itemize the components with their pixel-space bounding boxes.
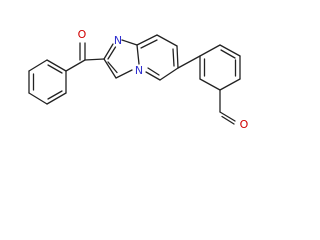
bond — [136, 34, 158, 46]
bond — [199, 78, 221, 91]
ketone-group — [65, 42, 105, 72]
bond — [199, 44, 221, 57]
benzaldehyde-ring — [199, 44, 241, 91]
bond — [147, 67, 160, 76]
bond — [219, 111, 236, 122]
bond — [136, 44, 140, 65]
bond — [103, 58, 117, 79]
bond — [65, 59, 86, 72]
bond — [172, 48, 175, 67]
bond — [221, 115, 235, 125]
bond — [176, 45, 179, 69]
bond — [159, 67, 179, 81]
aldehyde-group — [219, 89, 236, 125]
nitrogen-label-bridgehead: N — [135, 64, 143, 77]
bond — [84, 58, 105, 61]
bond — [107, 61, 118, 74]
bond — [121, 39, 138, 46]
bond — [219, 44, 241, 57]
pyridine-ring — [136, 34, 179, 81]
bond — [46, 59, 67, 72]
bond — [47, 64, 63, 74]
bond — [177, 55, 201, 69]
bond — [140, 39, 158, 49]
oxygen-label-ketone: O — [78, 28, 87, 41]
bond — [156, 34, 178, 47]
oxygen-label-aldehyde: O — [240, 118, 249, 131]
molecule-structure-diagram: O N N O — [28, 28, 249, 131]
bond — [219, 78, 241, 91]
bond — [46, 92, 67, 105]
atom-labels: O N N O — [78, 28, 249, 131]
bond — [145, 71, 161, 81]
bond — [28, 92, 48, 105]
bond — [220, 49, 236, 59]
bond — [107, 46, 117, 60]
nitrogen-label-imine: N — [114, 34, 122, 47]
bond — [28, 59, 48, 72]
bond — [47, 90, 63, 100]
phenyl-ring — [28, 59, 67, 105]
bond — [115, 69, 133, 79]
imidazole-ring — [103, 39, 140, 79]
bond — [103, 43, 114, 60]
